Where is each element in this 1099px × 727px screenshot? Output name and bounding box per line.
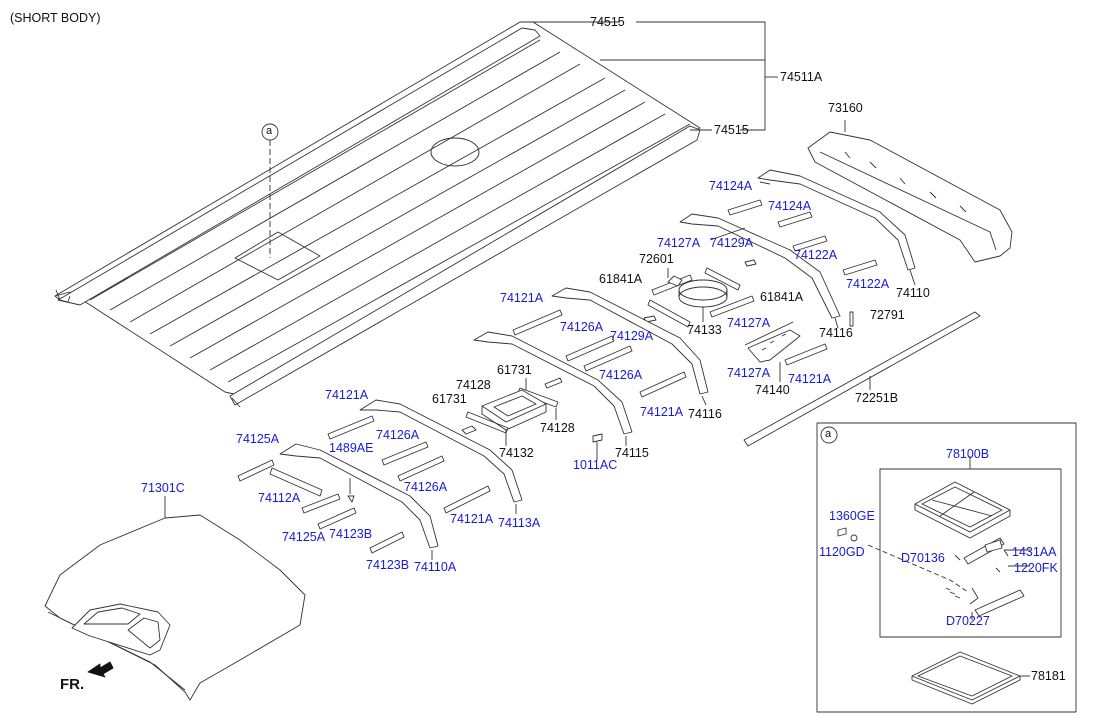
bracket-74140 — [744, 321, 828, 382]
part-label-74126A-2: 74126A — [599, 368, 643, 382]
part-label-74127A-1: 74127A — [657, 236, 701, 250]
part-label-71301C: 71301C — [141, 481, 185, 495]
roof-bow-74113A — [359, 399, 523, 514]
part-label-74129A-1: 74129A — [710, 236, 754, 250]
part-label-74124A-1: 74124A — [709, 179, 753, 193]
front-roof-panel-71301C — [44, 496, 306, 701]
drip-strip-72251B — [743, 311, 981, 447]
callout-a-leader — [261, 123, 279, 258]
part-label-74515-bottom: 74515 — [714, 123, 749, 137]
part-label-74126A-4: 74126A — [404, 480, 448, 494]
part-label-61731-1: 61731 — [497, 363, 532, 377]
part-label-78100B: 78100B — [946, 447, 990, 461]
bolt-1011AC — [592, 433, 603, 460]
part-label-74511A: 74511A — [780, 70, 823, 84]
part-label-74132: 74132 — [499, 446, 534, 460]
bracket-strips-upper — [643, 199, 878, 328]
seal-ring-74133 — [678, 279, 728, 322]
part-label-74113A: 74113A — [498, 516, 541, 530]
part-label-61841A-2: 61841A — [760, 290, 804, 304]
part-label-1120GD: 1120GD — [819, 545, 865, 559]
roof-bow-74116-mid — [551, 287, 709, 406]
part-label-74133: 74133 — [687, 323, 722, 337]
callout-a-inset: a — [825, 428, 832, 440]
part-label-72601: 72601 — [639, 252, 674, 266]
part-label-1489AE: 1489AE — [329, 441, 374, 455]
part-label-74125A-1: 74125A — [236, 432, 280, 446]
part-label-74128-1: 74128 — [456, 378, 491, 392]
part-label-1431AA: 1431AA — [1012, 545, 1057, 559]
part-label-74121A-4: 74121A — [450, 512, 494, 526]
part-label-72251B: 72251B — [855, 391, 899, 405]
part-label-74126A-3: 74126A — [376, 428, 420, 442]
part-label-74121A-3: 74121A — [325, 388, 369, 402]
part-label-74122A-1: 74122A — [794, 248, 838, 262]
part-label-D70227: D70227 — [946, 614, 990, 628]
part-label-1011AC: 1011AC — [573, 458, 618, 472]
part-label-D70136: D70136 — [901, 551, 945, 565]
part-label-74110A: 74110A — [414, 560, 457, 574]
roof-bow-74116-rear — [679, 213, 841, 329]
part-label-1360GE: 1360GE — [829, 509, 875, 523]
part-label-74112A: 74112A — [258, 491, 301, 505]
part-label-1220FK: 1220FK — [1014, 561, 1058, 575]
part-label-74128-2: 74128 — [540, 421, 575, 435]
rear-roof-bow — [757, 169, 916, 286]
part-label-74110: 74110 — [896, 286, 930, 300]
part-label-74125A-2: 74125A — [282, 530, 326, 544]
part-label-74121A-top: 74121A — [500, 291, 544, 305]
bracket-strips-middle — [461, 309, 687, 435]
part-label-74140: 74140 — [755, 383, 790, 397]
diagram-caption: (SHORT BODY) — [10, 11, 101, 25]
roof-panel — [54, 21, 701, 408]
part-label-61731-2: 61731 — [432, 392, 467, 406]
front-direction-arrow-icon — [87, 661, 114, 678]
part-label-74127A-3: 74127A — [727, 366, 771, 380]
part-label-73160: 73160 — [828, 101, 863, 115]
rear-spoiler — [807, 120, 1013, 263]
part-label-74116-mid: 74116 — [688, 407, 722, 421]
leader-lines-74511A — [524, 21, 778, 131]
part-label-72791: 72791 — [870, 308, 905, 322]
part-label-61841A-1: 61841A — [599, 272, 643, 286]
roof-bow-74110A — [279, 443, 439, 560]
part-label-74123B-2: 74123B — [366, 558, 410, 572]
part-label-74115: 74115 — [615, 446, 649, 460]
part-label-74515-top: 74515 — [590, 15, 625, 29]
part-label-74121A-1: 74121A — [788, 372, 832, 386]
part-label-74126A-1: 74126A — [560, 320, 604, 334]
part-label-74127A-2: 74127A — [727, 316, 771, 330]
roof-bow-74115 — [473, 331, 633, 446]
frame-74132 — [481, 389, 547, 446]
callout-a-roof: a — [266, 125, 273, 137]
part-label-74116-rear: 74116 — [819, 326, 853, 340]
part-label-74122A-2: 74122A — [846, 277, 890, 291]
front-direction-label: FR. — [60, 676, 85, 693]
bracket-strips-front — [237, 415, 491, 554]
part-label-74124A-2: 74124A — [768, 199, 812, 213]
inset-detail-a — [816, 422, 1077, 713]
part-label-78181: 78181 — [1031, 669, 1066, 683]
part-label-74129A-2: 74129A — [610, 329, 654, 343]
part-label-74121A-2: 74121A — [640, 405, 684, 419]
part-label-74123B-1: 74123B — [329, 527, 373, 541]
